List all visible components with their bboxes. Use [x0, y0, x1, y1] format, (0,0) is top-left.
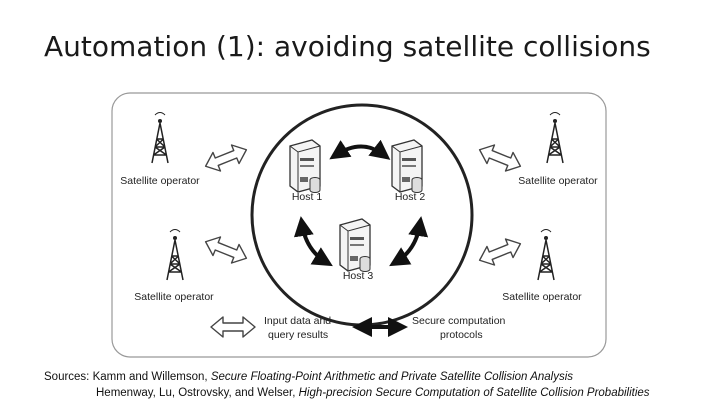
tower-icon: [151, 111, 169, 164]
sources-citations: Sources: Kamm and Willemson, Secure Floa…: [44, 369, 650, 401]
host-link-arrow: [389, 216, 429, 267]
source-line-1: Sources: Kamm and Willemson, Secure Floa…: [44, 369, 650, 385]
host-label: Host 3: [343, 270, 374, 282]
host3-server-icon: [339, 218, 371, 273]
source-title: High-precision Secure Computation of Sat…: [298, 387, 650, 399]
operator-label: Satellite operator: [120, 175, 200, 187]
sources-prefix: Sources:: [44, 371, 90, 383]
legend-secure-label: protocols: [440, 329, 483, 341]
tower-icon: [546, 111, 564, 164]
diagram-frame: [111, 92, 607, 358]
host-label: Host 1: [292, 191, 323, 203]
legend-secure-label: Secure computation: [412, 315, 506, 327]
operator-link-arrow: [201, 139, 251, 177]
host1-server-icon: [289, 139, 321, 194]
source-line-2: Hemenway, Lu, Ostrovsky, and Welser, Hig…: [44, 385, 650, 401]
host-label: Host 2: [395, 191, 426, 203]
host-cluster-circle: [250, 103, 474, 327]
operator-link-arrow: [475, 233, 525, 271]
operator-link-arrow: [475, 139, 525, 177]
tower-icon: [537, 228, 555, 281]
source-authors: Hemenway, Lu, Ostrovsky, and Welser,: [96, 387, 296, 399]
source-authors: Kamm and Willemson,: [92, 371, 208, 383]
operator-label: Satellite operator: [502, 291, 582, 303]
legend-hollow-arrow: [210, 316, 256, 338]
host-link-arrow: [329, 139, 391, 160]
legend-input-label: Input data and: [264, 315, 331, 327]
tower-icon: [166, 228, 184, 281]
operator-label: Satellite operator: [134, 291, 214, 303]
source-title: Secure Floating-Point Arithmetic and Pri…: [210, 371, 574, 383]
operator-label: Satellite operator: [518, 175, 598, 187]
host-link-arrow: [293, 216, 333, 267]
legend-input-label: query results: [268, 329, 328, 341]
host2-server-icon: [391, 139, 423, 194]
operator-link-arrow: [201, 231, 251, 269]
slide-title: Automation (1): avoiding satellite colli…: [44, 30, 651, 63]
